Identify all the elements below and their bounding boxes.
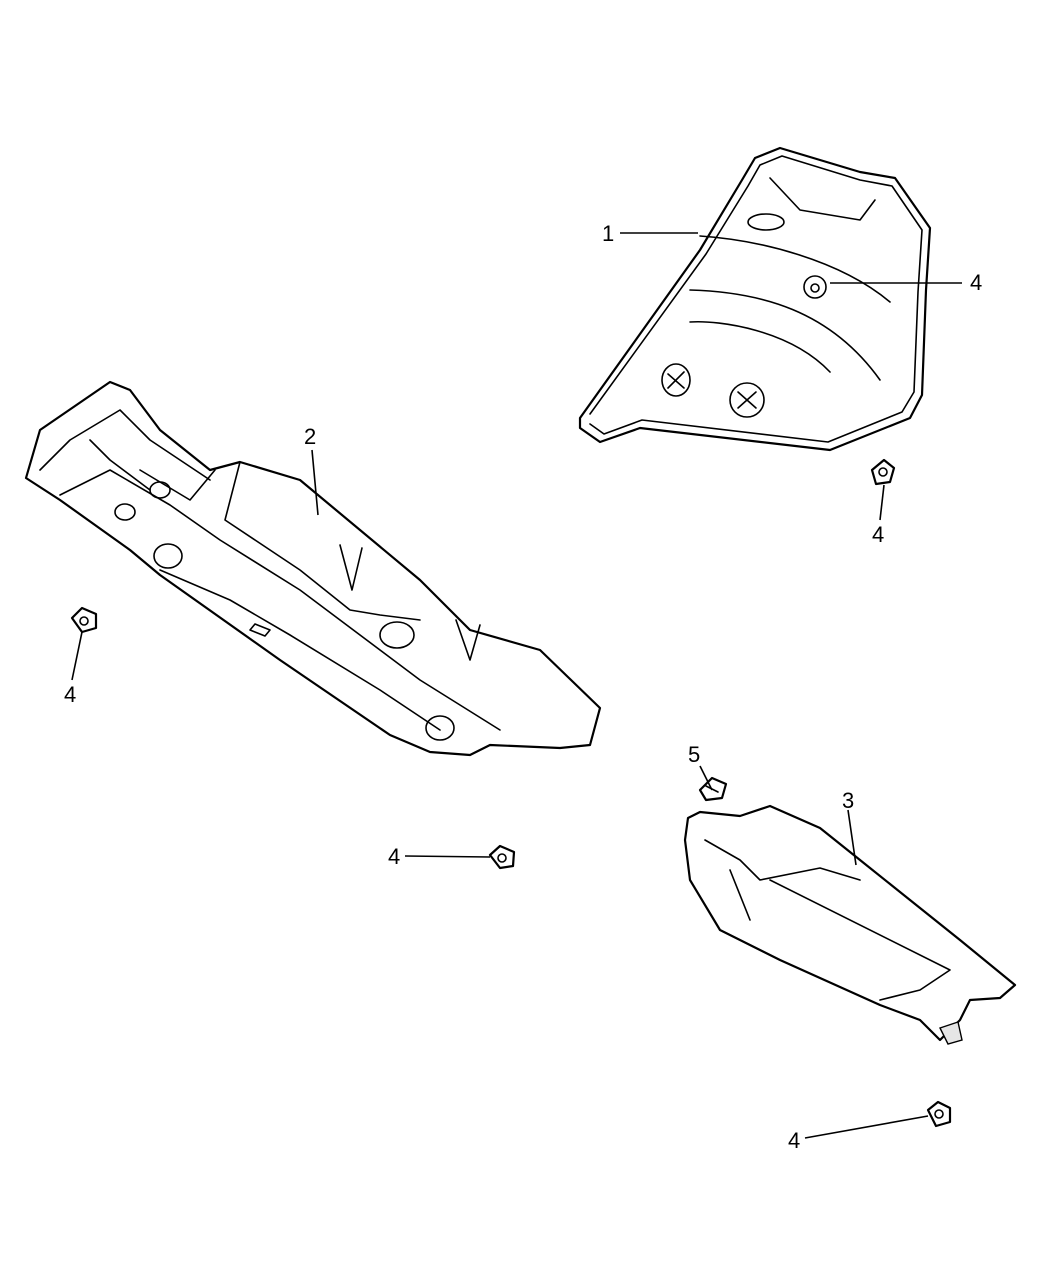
callout-4-upper-right: 4 xyxy=(970,270,982,295)
callout-4-center: 4 xyxy=(388,844,400,869)
callout-1: 1 xyxy=(602,221,614,246)
callout-2: 2 xyxy=(304,424,316,449)
fastener-nut-left xyxy=(70,606,98,634)
heat-shield-part-1 xyxy=(578,146,932,452)
callout-3: 3 xyxy=(842,788,854,813)
heat-shield-part-2 xyxy=(24,380,602,757)
fastener-nut-center xyxy=(488,844,516,870)
heat-shield-part-3 xyxy=(683,804,1017,1045)
callout-4-bottom: 4 xyxy=(788,1128,800,1153)
clip-part-5 xyxy=(698,776,728,802)
callout-4-left: 4 xyxy=(64,682,76,707)
fastener-nut-upper-right xyxy=(870,458,896,486)
callout-4-right: 4 xyxy=(872,522,884,547)
leader-lines xyxy=(71,232,962,1139)
fastener-nut-bottom-right xyxy=(926,1100,952,1128)
callout-5: 5 xyxy=(688,742,700,767)
